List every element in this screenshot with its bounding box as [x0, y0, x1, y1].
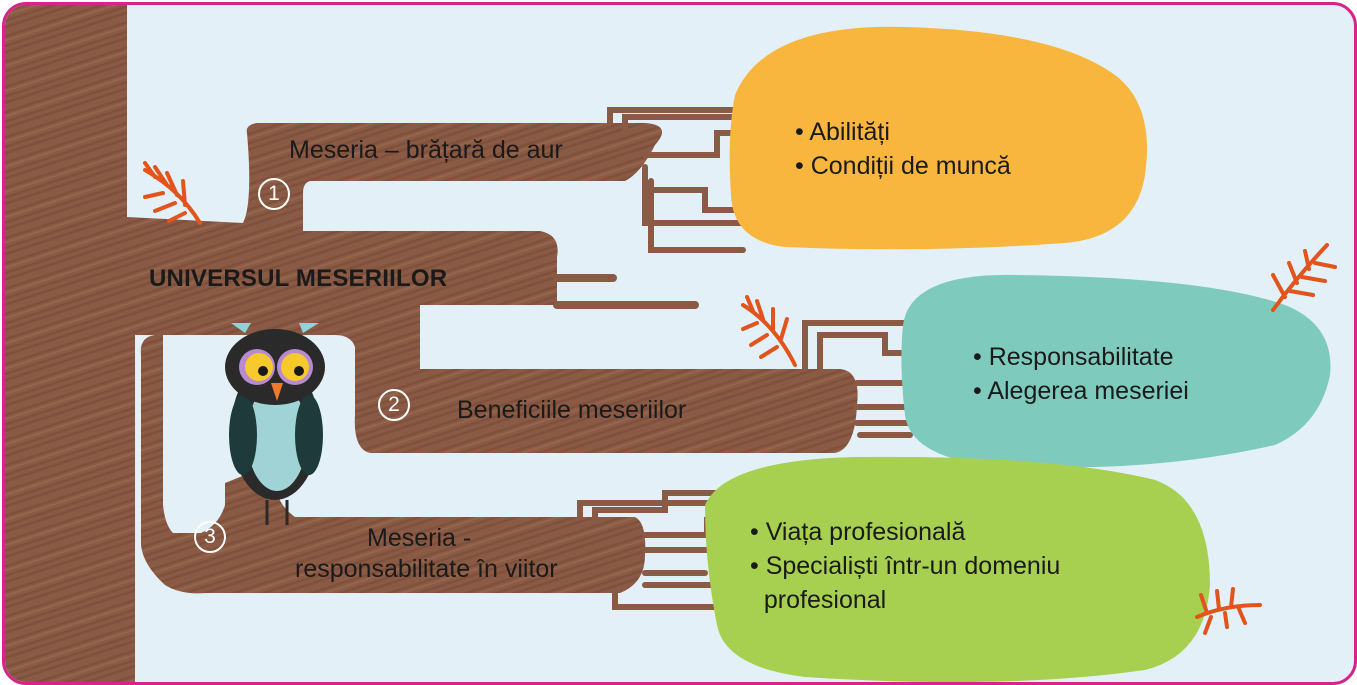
tree-diagram	[5, 5, 1337, 682]
branch-3-number: 3	[194, 521, 226, 553]
branch-1-number: 1	[258, 178, 290, 210]
branch-3-label-line-2: responsabilitate în viitor	[295, 555, 558, 583]
twigs	[553, 274, 699, 309]
branch-2-label: Beneficiile meseriilor	[457, 396, 687, 424]
branch-2-bullets: Responsabilitate Alegerea meseriei	[973, 340, 1189, 408]
central-topic: UNIVERSUL MESERIILOR	[149, 265, 448, 292]
branch-1-bullets: Abilități Condiții de muncă	[795, 115, 1011, 183]
leaf-icon	[143, 161, 202, 225]
leaf-icon	[741, 295, 797, 367]
tree-trunk	[5, 5, 858, 682]
branch-1-label: Meseria – brățară de aur	[289, 136, 563, 164]
branch-2-number: 2	[378, 389, 410, 421]
bullet-item: Alegerea meseriei	[973, 374, 1189, 408]
bullet-item: Specialiști într-un domeniu	[750, 549, 1061, 583]
bullet-item-continuation: profesional	[763, 586, 887, 614]
branch-3-bullets: Viața profesională Specialiști într-un d…	[750, 515, 1060, 617]
branch-3-label-line-1: Meseria -	[367, 524, 472, 552]
leaf-icon	[1195, 587, 1262, 635]
bullet-item: Responsabilitate	[973, 340, 1189, 374]
leaf-icon	[1271, 243, 1337, 312]
bullet-item: Condiții de muncă	[795, 149, 1011, 183]
owl-illustration	[225, 323, 325, 525]
bullet-item: Abilități	[795, 115, 1011, 149]
bullet-item: Viața profesională	[750, 515, 1060, 549]
